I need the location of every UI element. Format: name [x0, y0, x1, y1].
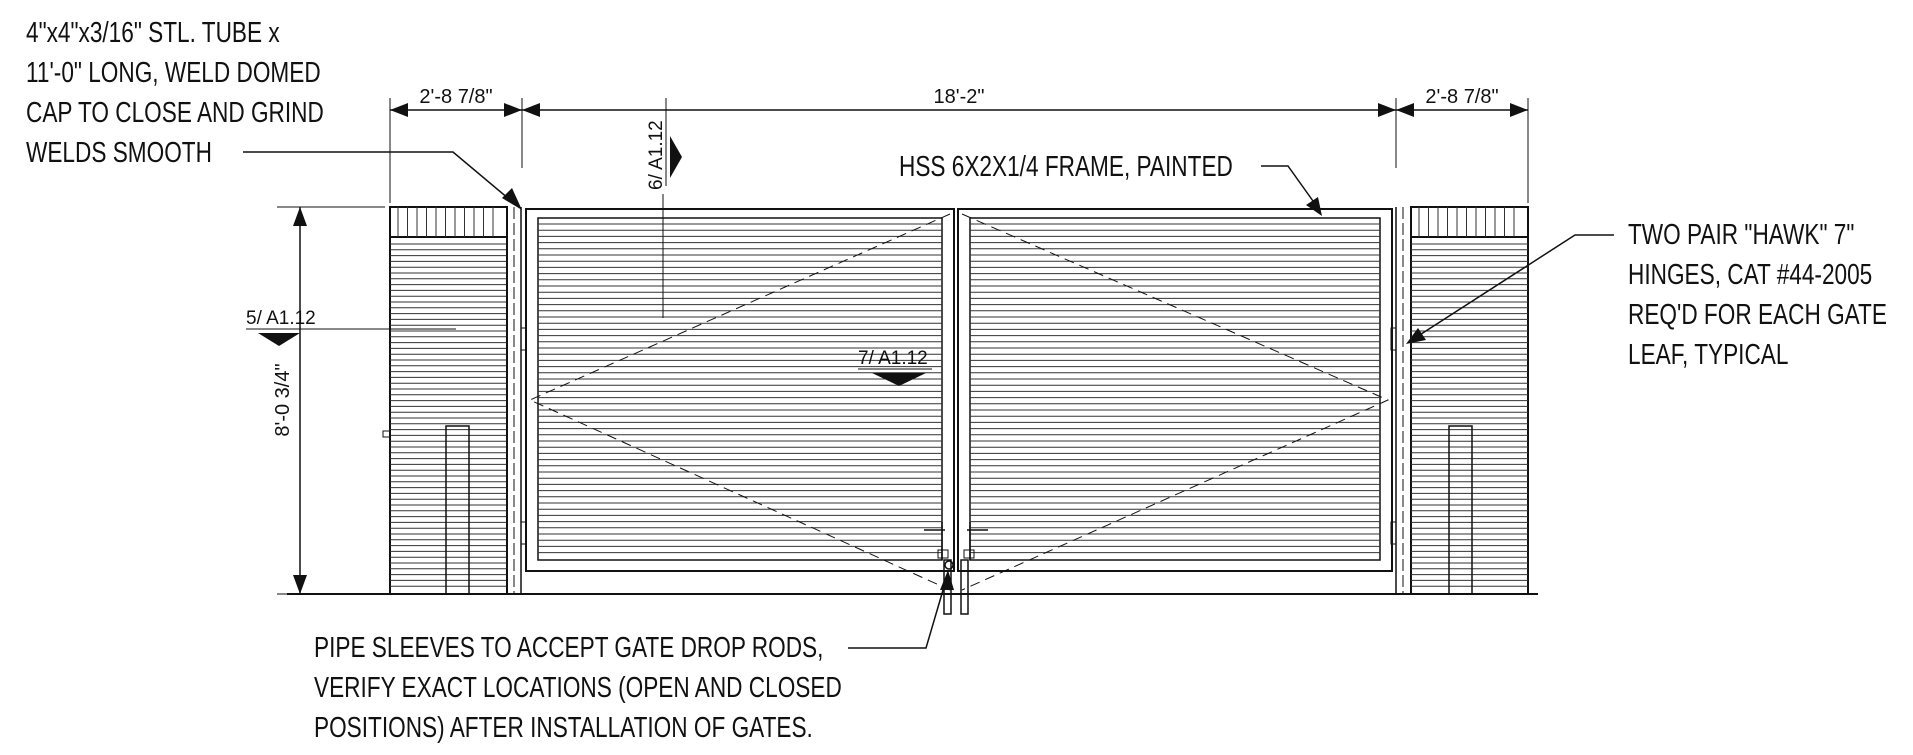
right-pier [1410, 206, 1529, 595]
section-tag-5: 5/ A1.12 [246, 308, 456, 346]
note-frame: HSS 6X2X1/4 FRAME, PAINTED [899, 149, 1322, 216]
left-gate-leaf [525, 208, 955, 591]
dim-left-pier: 2'-8 7/8" [419, 86, 492, 108]
svg-text:PIPE SLEEVES TO ACCEPT GATE DR: PIPE SLEEVES TO ACCEPT GATE DROP RODS, [314, 630, 823, 663]
svg-text:POSITIONS) AFTER INSTALLATION: POSITIONS) AFTER INSTALLATION OF GATES. [314, 710, 813, 743]
svg-text:5/ A1.12: 5/ A1.12 [246, 308, 316, 329]
dim-gate-width: 18'-2" [934, 86, 985, 108]
left-pier [382, 206, 508, 595]
svg-text:VERIFY EXACT LOCATIONS (OPEN A: VERIFY EXACT LOCATIONS (OPEN AND CLOSED [314, 670, 842, 703]
right-post [1390, 207, 1412, 594]
svg-text:7/ A1.12: 7/ A1.12 [858, 348, 928, 369]
svg-text:WELDS SMOOTH: WELDS SMOOTH [26, 135, 212, 168]
svg-text:TWO PAIR "HAWK" 7": TWO PAIR "HAWK" 7" [1628, 217, 1854, 250]
right-pier-panel [1448, 425, 1473, 595]
note-hinges: TWO PAIR "HAWK" 7" HINGES, CAT #44-2005 … [1406, 217, 1887, 371]
dimension-arrows-top [390, 103, 1528, 117]
svg-text:LEAF, TYPICAL: LEAF, TYPICAL [1628, 337, 1788, 370]
note-sleeves: PIPE SLEEVES TO ACCEPT GATE DROP RODS, V… [314, 570, 954, 744]
left-pier-panel [445, 425, 470, 595]
svg-text:6/ A1.12: 6/ A1.12 [646, 120, 667, 190]
drop-rods [924, 522, 988, 615]
svg-text:HINGES, CAT #44-2005: HINGES, CAT #44-2005 [1628, 257, 1872, 290]
section-tag-7: 7/ A1.12 [858, 348, 932, 386]
dim-height: 8'-0 3/4" [272, 363, 294, 436]
svg-text:4"x4"x3/16" STL. TUBE x: 4"x4"x3/16" STL. TUBE x [26, 15, 280, 48]
right-gate-leaf [957, 208, 1393, 591]
svg-text:11'-0" LONG, WELD DOMED: 11'-0" LONG, WELD DOMED [26, 55, 321, 88]
left-post [506, 207, 527, 594]
section-tag-6: 6/ A1.12 [646, 98, 682, 318]
dim-right-pier: 2'-8 7/8" [1425, 86, 1498, 108]
svg-text:REQ'D FOR EACH GATE: REQ'D FOR EACH GATE [1628, 297, 1887, 330]
note-tube-cap: 4"x4"x3/16" STL. TUBE x 11'-0" LONG, WEL… [26, 15, 522, 210]
svg-text:CAP TO CLOSE AND GRIND: CAP TO CLOSE AND GRIND [26, 95, 324, 128]
right-pier-cap [1410, 206, 1529, 238]
svg-text:HSS 6X2X1/4 FRAME, PAINTED: HSS 6X2X1/4 FRAME, PAINTED [899, 149, 1233, 182]
